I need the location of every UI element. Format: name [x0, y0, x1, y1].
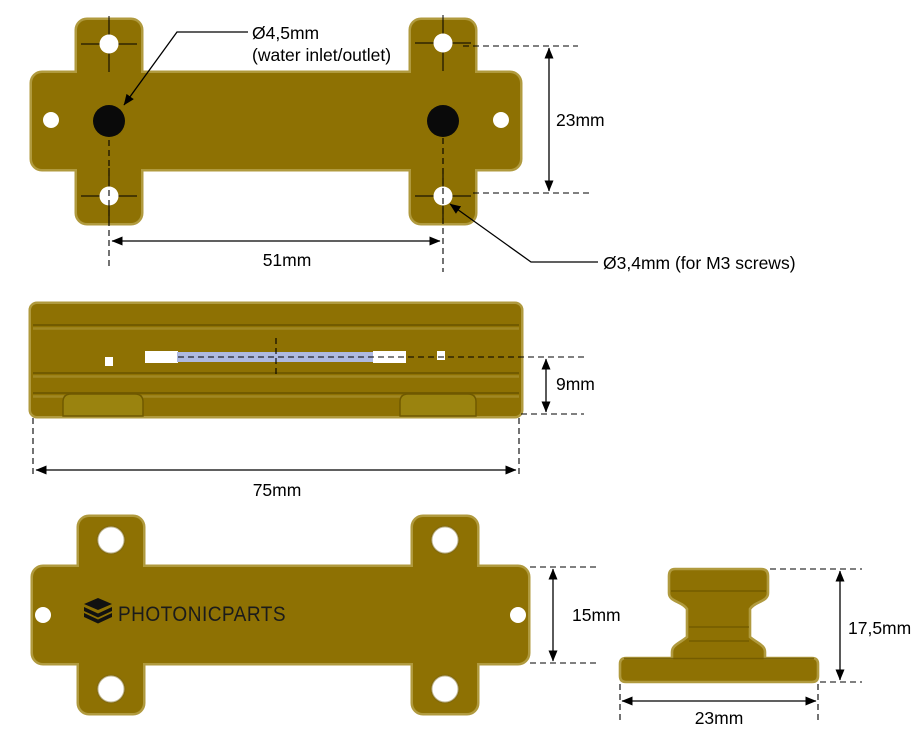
leader-line [123, 31, 248, 106]
top-view: 23mm 51mm Ø4,5mm (water inlet/outlet) Ø3… [29, 15, 796, 273]
side-view: 9mm 75mm [28, 301, 595, 500]
end-view-part-body [618, 567, 820, 684]
mounting-hole [433, 186, 453, 206]
side-hole [510, 607, 526, 623]
side-hole [35, 607, 51, 623]
mounting-hole [430, 674, 460, 704]
dimension-51mm: 51mm [111, 236, 441, 270]
callout-water-hole: Ø4,5mm (water inlet/outlet) [123, 23, 391, 106]
dimension-label: 17,5mm [848, 618, 911, 638]
small-port [105, 357, 113, 366]
dimension-label: 51mm [263, 250, 312, 270]
callout-label: Ø4,5mm [252, 23, 319, 43]
water-inlet-hole [93, 105, 125, 137]
brand-logo: PHOTONICPARTS [84, 598, 286, 626]
construction-lines [108, 45, 590, 272]
dimension-23mm-width: 23mm [621, 696, 817, 728]
dimension-label: 23mm [695, 708, 744, 728]
dimension-label: 75mm [253, 480, 302, 500]
dimension-75mm: 75mm [35, 465, 517, 500]
side-hole [43, 112, 59, 128]
small-port [437, 351, 445, 360]
brand-text: PHOTONICPARTS [118, 603, 286, 626]
leader-line [449, 203, 598, 263]
dimension-label: 15mm [572, 605, 621, 625]
layers-icon-mid [84, 607, 112, 618]
foot-boss [399, 393, 477, 417]
side-hole [493, 112, 509, 128]
mounting-hole [433, 33, 453, 53]
slot-opening [145, 351, 178, 363]
dimension-label: 23mm [556, 110, 605, 130]
callout-note: (water inlet/outlet) [252, 45, 391, 65]
foot-boss [62, 393, 144, 417]
dimension-17-5mm: 17,5mm [835, 570, 911, 681]
layers-icon-top [84, 598, 112, 610]
callout-label: Ø3,4mm (for M3 screws) [603, 253, 796, 273]
front-view: PHOTONICPARTS 15mm [30, 514, 621, 716]
front-view-part-body [30, 514, 531, 716]
holes [43, 33, 509, 206]
construction-lines [530, 566, 598, 664]
layers-icon [84, 598, 112, 624]
mounting-hole [96, 674, 126, 704]
water-outlet-hole [427, 105, 459, 137]
callout-screw-hole: Ø3,4mm (for M3 screws) [449, 203, 796, 273]
end-view: 17,5mm 23mm [618, 567, 911, 728]
dimension-23mm: 23mm [544, 47, 605, 192]
dimension-15mm: 15mm [548, 568, 621, 662]
glass-channel [177, 352, 373, 362]
part-outline [618, 567, 820, 684]
mounting-hole [99, 34, 119, 54]
part-face [33, 567, 528, 663]
construction-lines [32, 338, 584, 478]
dimension-9mm: 9mm [541, 358, 595, 413]
mounting-hole [430, 525, 460, 555]
construction-lines [619, 568, 862, 722]
layers-icon-bottom [84, 613, 112, 624]
part-face [32, 73, 520, 169]
dimension-label: 9mm [556, 374, 595, 394]
mounting-hole [96, 525, 126, 555]
